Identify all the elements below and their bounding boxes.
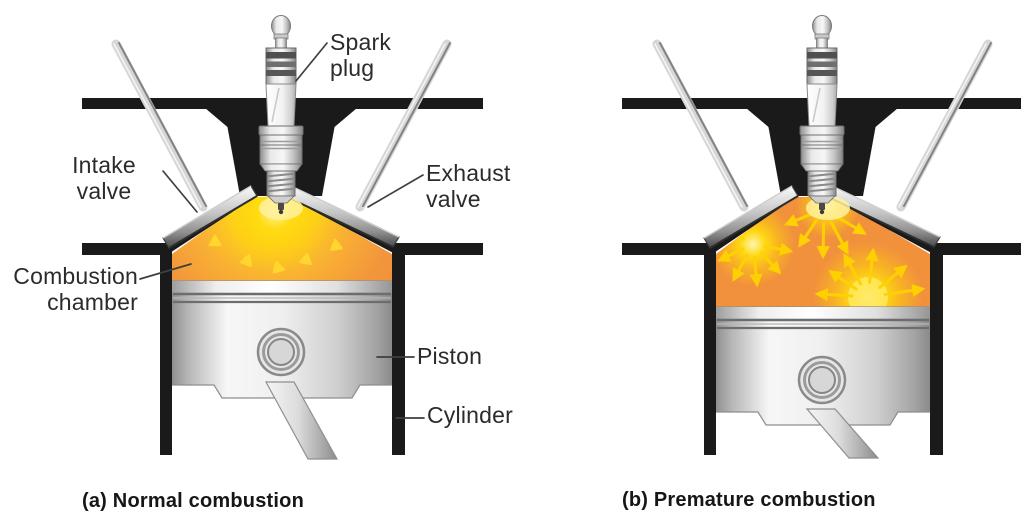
caption-premature-combustion: (b) Premature combustion [622,489,876,511]
label-spark-plug: Spark plug [330,29,392,81]
cylinder-wall-right [930,250,943,455]
intake-valve-head [162,185,258,249]
spark-plug [799,15,845,215]
cylinder-wall-left [160,250,172,455]
caption-normal-combustion: (a) Normal combustion [82,490,304,512]
spark-plug [258,15,304,215]
label-pointer-lines [139,42,425,419]
exhaust-valve-stem [896,39,993,212]
intake-valve-stem [111,39,208,212]
label-cylinder: Cylinder [427,402,513,428]
connecting-rod [264,381,339,460]
panel-premature-combustion [622,15,1021,459]
label-exhaust-valve: Exhaust valve [426,160,511,212]
cylinder-wall-right [392,250,405,455]
piston [171,280,393,460]
label-combustion-chamber: Combustion chamber [13,263,138,315]
cylinder-wall-left [704,250,716,455]
intake-valve-stem [652,39,749,212]
piston [715,306,931,459]
intake-valve-head [703,185,799,249]
label-piston: Piston [417,343,483,369]
exhaust-valve-stem [355,39,452,212]
exhaust-valve-head [284,185,400,248]
connecting-rod [805,408,880,459]
label-intake-valve: Intake valve [72,152,136,204]
panel-normal-combustion [82,15,483,460]
